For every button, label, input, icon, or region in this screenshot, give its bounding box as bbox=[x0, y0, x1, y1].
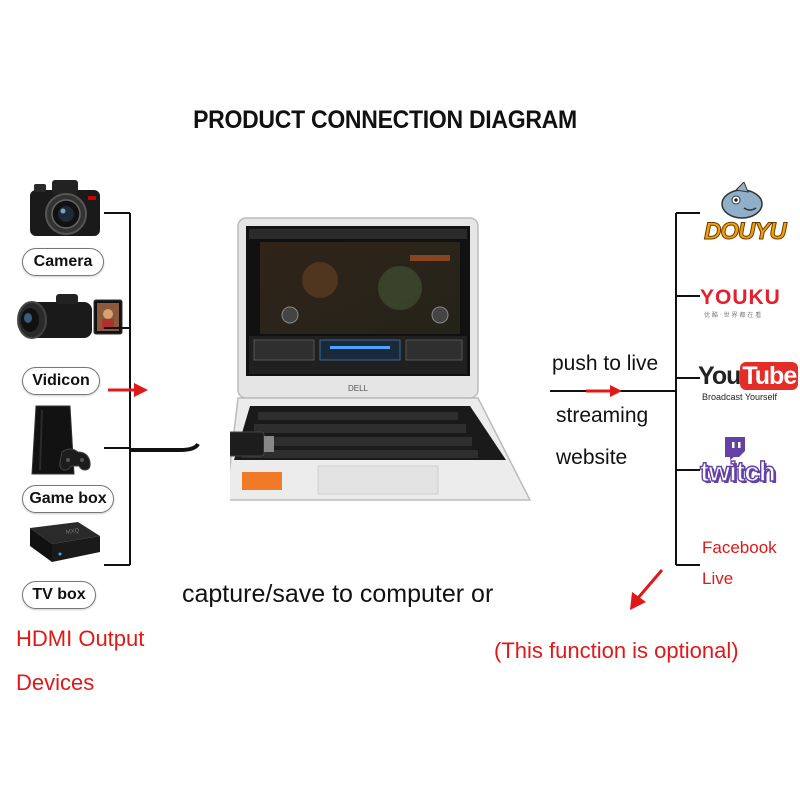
push-to-live-text: push to live bbox=[552, 352, 659, 375]
youtube-you: You bbox=[698, 362, 741, 390]
camcorder-icon bbox=[17, 294, 123, 339]
tv-box-icon: MXQ bbox=[30, 522, 100, 562]
optional-note: (This function is optional) bbox=[494, 638, 739, 663]
douyu-mascot-icon bbox=[721, 182, 763, 219]
capture-text: capture/save to computer or bbox=[182, 580, 494, 608]
devices-label: Devices bbox=[16, 670, 95, 695]
page-title: PRODUCT CONNECTION DIAGRAM bbox=[193, 106, 577, 134]
game-box-label: Game box bbox=[22, 485, 114, 513]
douyu-logo: DOUYU bbox=[704, 218, 788, 246]
vidicon-label: Vidicon bbox=[22, 367, 100, 395]
camera-icon bbox=[30, 180, 100, 236]
laptop-illustration: DELL bbox=[230, 217, 532, 501]
twitch-glitch-icon bbox=[725, 437, 745, 460]
twitch-logo: twitch bbox=[699, 455, 776, 487]
website-text: website bbox=[556, 446, 628, 469]
youku-logo: YOUKU bbox=[700, 286, 781, 310]
facebook-live-label: Live bbox=[702, 569, 734, 588]
youku-logo-text: YOUKU bbox=[700, 286, 781, 309]
tv-box-label: TV box bbox=[22, 581, 96, 609]
svg-text:MXQ: MXQ bbox=[65, 528, 80, 536]
hdmi-output-label: HDMI Output bbox=[16, 626, 145, 651]
youtube-subtitle: Broadcast Yourself bbox=[702, 392, 778, 402]
youtube-tube: Tube bbox=[740, 362, 799, 390]
laptop-brand: DELL bbox=[348, 384, 369, 393]
youtube-logo: YouTube bbox=[698, 362, 799, 391]
streaming-text: streaming bbox=[556, 404, 649, 427]
game-console-icon bbox=[31, 405, 91, 475]
youku-subtitle: 优 酷 · 世 界 都 在 看 bbox=[704, 312, 762, 319]
camera-label: Camera bbox=[22, 248, 104, 276]
facebook-label: Facebook bbox=[702, 538, 777, 557]
